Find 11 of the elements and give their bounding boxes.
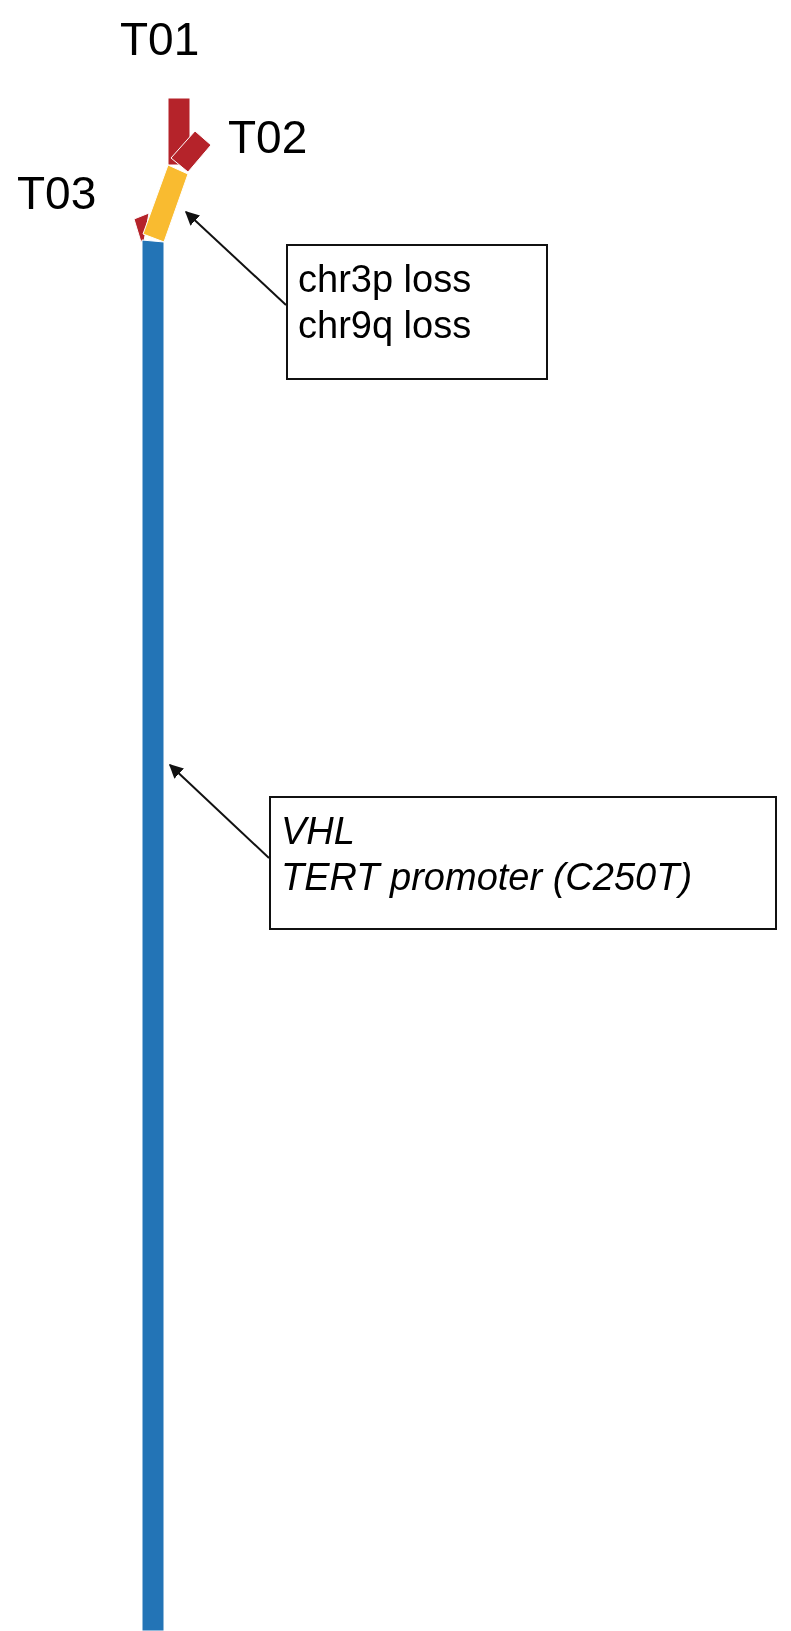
gene-label: VHL bbox=[281, 809, 356, 854]
event-label: chr9q loss bbox=[298, 303, 473, 348]
leader-line bbox=[184, 211, 287, 306]
tumor-label: T01 bbox=[120, 14, 200, 64]
leader-line bbox=[169, 764, 270, 859]
gene-label: TERT promoter (C250T) bbox=[281, 855, 694, 900]
annotation-box bbox=[286, 244, 548, 380]
tumor-label: T03 bbox=[17, 168, 97, 218]
annotation-box bbox=[269, 796, 777, 930]
tumor-label: T02 bbox=[228, 112, 308, 162]
event-label: chr3p loss bbox=[298, 257, 473, 302]
